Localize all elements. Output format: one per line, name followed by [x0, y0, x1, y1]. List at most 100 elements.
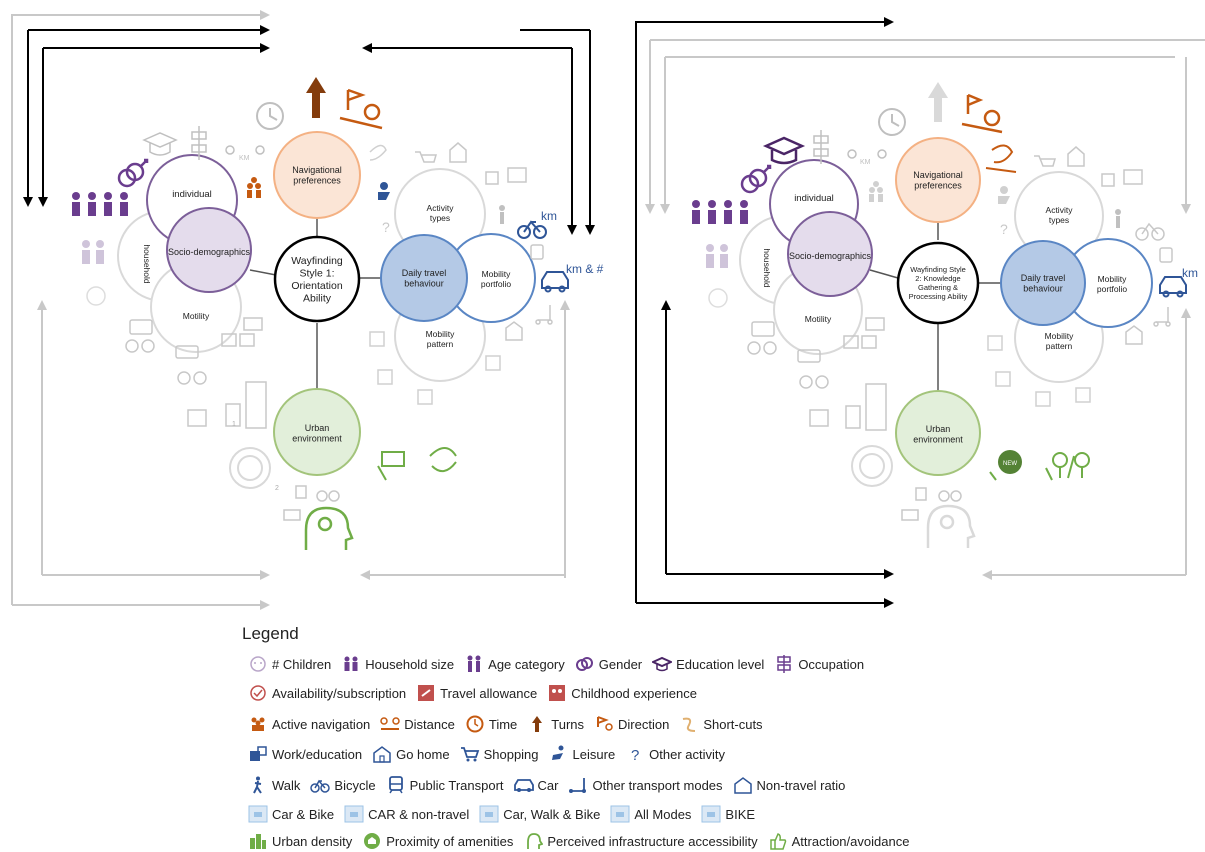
gender-icon — [740, 164, 772, 194]
legend-item-label: Work/education — [272, 746, 363, 762]
legend-item-label: Gender — [598, 656, 643, 672]
distance-km-text: KM — [860, 159, 871, 166]
socio-label: Socio-demographics — [168, 247, 251, 257]
transit-icon — [1159, 247, 1173, 263]
legend-item-label: Urban density — [272, 833, 353, 849]
active-navigation-icon — [251, 717, 265, 731]
trees-icon — [1045, 452, 1090, 481]
direction-icon — [339, 88, 383, 130]
motility-icons — [125, 317, 263, 385]
panel1-connectors — [249, 218, 382, 390]
childhood-icon — [549, 685, 566, 701]
distance-icon — [380, 717, 401, 730]
legend-item-label: Bicycle — [334, 777, 376, 793]
legend-item: Leisure — [549, 745, 615, 763]
walk-icon — [253, 776, 262, 794]
legend-item: Car & Bike — [248, 805, 334, 823]
age-category-icon — [692, 200, 748, 224]
panel2-connectors — [869, 222, 1002, 392]
legend-item: Walk — [248, 776, 300, 794]
walk-icon — [499, 205, 505, 224]
urban-density-icon — [250, 834, 266, 849]
legend-item: Turns — [527, 715, 584, 733]
legend-item: Public Transport — [386, 776, 504, 794]
education-icon — [142, 132, 178, 156]
active-navigation-icon — [247, 177, 261, 198]
home-outline-icon — [505, 321, 523, 341]
socio-demographics-circle — [166, 207, 252, 293]
leisure-icon — [378, 182, 390, 200]
legend-item-label: Non-travel ratio — [756, 777, 846, 793]
education-icon — [762, 136, 806, 165]
bike-box-icon — [701, 805, 721, 823]
household-size-icon — [344, 656, 358, 671]
shortcut-icon — [985, 144, 1017, 173]
km-label: km — [1182, 266, 1198, 280]
shortcut-icon — [683, 717, 696, 732]
legend-item-label: Car, Walk & Bike — [503, 806, 601, 822]
navigational-preferences-circle — [273, 131, 361, 219]
home-icon — [373, 746, 391, 763]
legend-item-label: Other transport modes — [592, 777, 723, 793]
legend-item-label: Attraction/avoidance — [791, 833, 910, 849]
scooter-icon — [535, 305, 553, 325]
transit-icon — [388, 776, 403, 794]
cart-icon — [1034, 155, 1056, 167]
legend-item-label: Proximity of amenities — [386, 833, 514, 849]
legend-item-label: Education level — [676, 656, 765, 672]
legend-item: Go home — [372, 745, 450, 763]
individual-label: individual — [172, 189, 212, 200]
legend-item: Education level — [652, 655, 764, 673]
legend-item-label: Shopping — [483, 746, 539, 762]
home-outline-icon — [1125, 325, 1143, 345]
cart-icon — [460, 747, 479, 762]
distance-icon — [847, 149, 887, 159]
legend-item-label: Age category — [488, 656, 565, 672]
legend-item: Age category — [464, 655, 565, 673]
legend-item-label: Childhood experience — [571, 685, 697, 701]
legend-item: Childhood experience — [547, 684, 697, 702]
children-icon — [708, 288, 728, 308]
legend-item: Work/education — [248, 745, 362, 763]
legend-item: Distance — [380, 715, 455, 733]
urban-environment-circle — [895, 390, 981, 476]
legend-item-label: Active navigation — [272, 716, 371, 732]
individual-label: individual — [794, 193, 834, 204]
urban-density-icon — [187, 381, 267, 429]
transport-small-icons — [283, 485, 340, 521]
legend-item: Household size — [341, 655, 454, 673]
car-walk-bike-icon — [479, 805, 499, 823]
household-size-icon — [706, 244, 728, 268]
occupation-icon — [191, 126, 207, 160]
legend-item: Gender — [575, 655, 642, 673]
panel1-icons: KM — [72, 77, 569, 550]
panel2-light-arrows — [645, 39, 1205, 580]
education-icon — [652, 656, 673, 672]
wayfinding-style-circle — [896, 241, 980, 325]
legend-item: Other transport modes — [568, 776, 723, 794]
legend-item: Shopping — [460, 745, 539, 763]
attraction-urban-icon — [377, 447, 457, 481]
proximity-icon — [851, 445, 893, 487]
svg-text:?: ? — [631, 747, 639, 763]
gender-icon — [575, 657, 593, 671]
legend-item: Attraction/avoidance — [768, 832, 910, 850]
question-icon: ? — [382, 219, 390, 235]
legend-item-label: Car — [537, 777, 559, 793]
legend-title: Legend — [242, 624, 299, 643]
km-hash-label: km & # — [566, 262, 604, 276]
legend-item: Direction — [594, 715, 669, 733]
legend-item: ?Other activity — [625, 745, 725, 764]
household-label: household — [762, 248, 772, 288]
household-size-icon — [82, 240, 104, 264]
daily-travel-circle — [1000, 240, 1086, 326]
